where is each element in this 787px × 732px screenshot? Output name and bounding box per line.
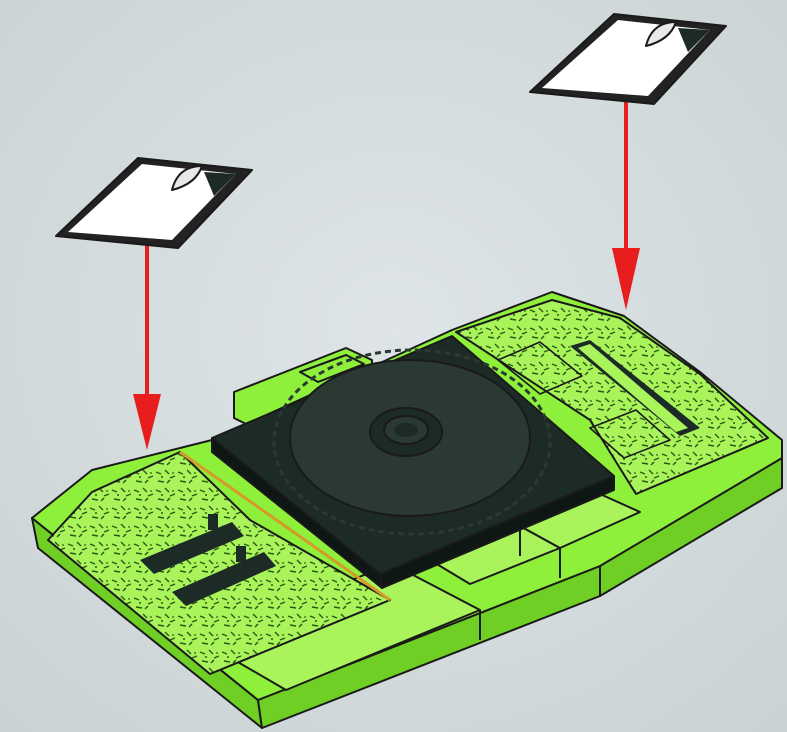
left-slot-mark-2 <box>236 546 246 562</box>
turntable-hub-hole <box>394 423 418 437</box>
left-slot-mark-1 <box>208 514 218 530</box>
